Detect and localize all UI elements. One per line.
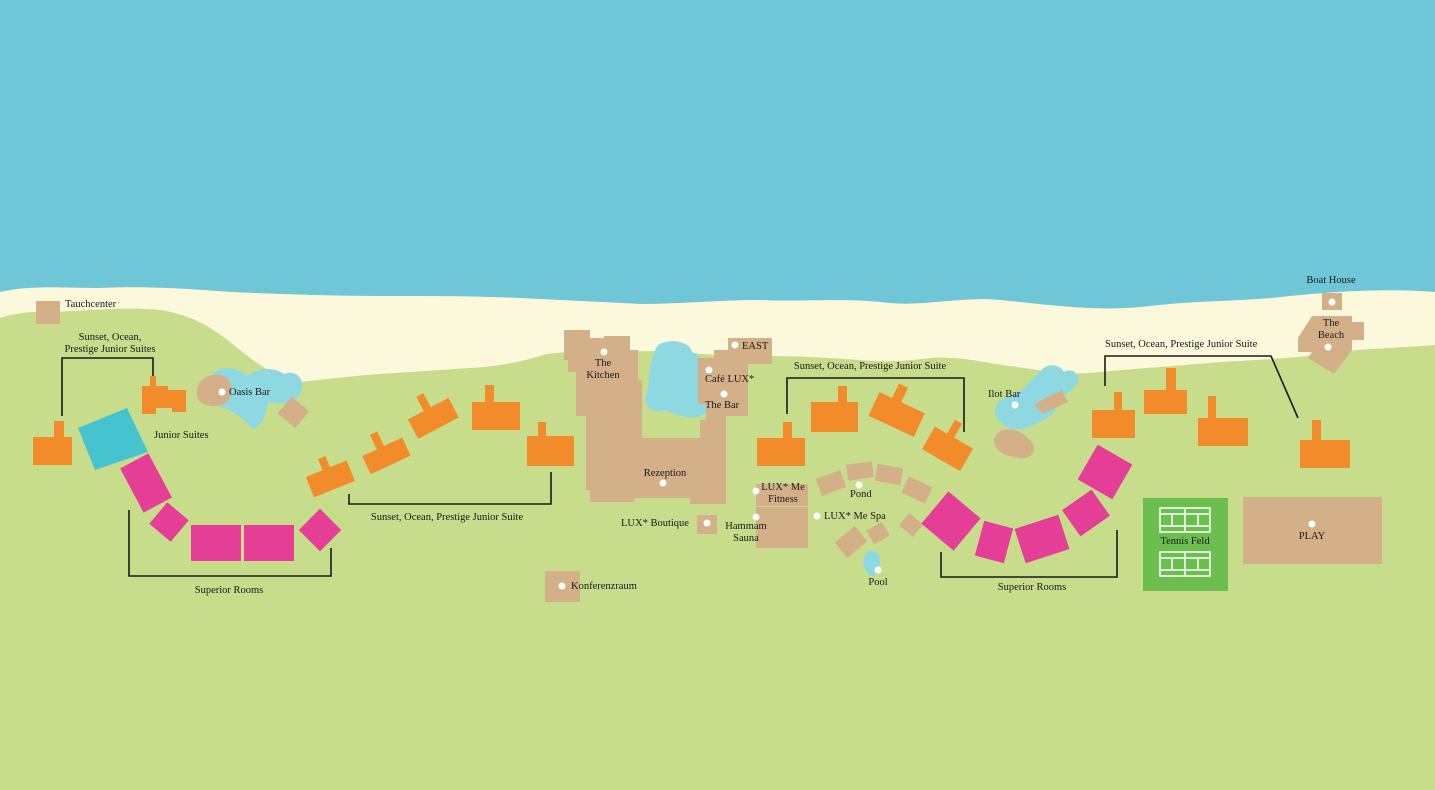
bracket-suites-east <box>1104 355 1299 419</box>
ilot-bar-deck[interactable] <box>1034 390 1068 414</box>
location-dot <box>874 566 882 574</box>
bracket-superior-east <box>940 530 1118 578</box>
superior-room-building[interactable] <box>244 525 294 561</box>
tennis-court[interactable] <box>1159 551 1211 577</box>
location-dot <box>731 341 739 349</box>
central-complex[interactable] <box>564 330 772 504</box>
suite-building[interactable] <box>1144 368 1187 414</box>
label-lux-me-fitness: LUX* Me Fitness <box>761 482 805 505</box>
location-dot <box>1011 401 1019 409</box>
label-suites-mid-west: Sunset, Ocean, Prestige Junior Suite <box>370 512 524 523</box>
tauchcenter-building[interactable] <box>36 301 60 324</box>
location-dot <box>705 366 713 374</box>
bracket-west-suites <box>61 357 154 416</box>
location-dot <box>703 519 711 527</box>
superior-room-building[interactable] <box>974 520 1014 564</box>
location-dot <box>813 512 821 520</box>
superior-room-building[interactable] <box>921 491 981 551</box>
the-beach-building[interactable] <box>1298 316 1364 374</box>
label-suites-east: Sunset, Ocean, Prestige Junior Suite <box>1105 339 1258 350</box>
superior-room-building[interactable] <box>149 502 189 542</box>
spa-pavilion[interactable] <box>846 461 874 481</box>
spa-pavilion[interactable] <box>815 470 847 496</box>
superior-room-building[interactable] <box>191 525 241 561</box>
spa-pavilion[interactable] <box>901 476 933 504</box>
label-hammam-sauna: Hammam Sauna <box>725 521 767 544</box>
suite-building[interactable] <box>868 378 932 437</box>
label-superior-rooms-east: Superior Rooms <box>997 582 1067 593</box>
oasis-bar-pool[interactable] <box>208 368 303 429</box>
spa-pavilion[interactable] <box>866 521 890 545</box>
label-junior-suites: Junior Suites <box>154 430 209 441</box>
location-dot <box>855 481 863 489</box>
suite-building[interactable] <box>472 385 520 430</box>
ilot-bar-pool[interactable] <box>995 365 1079 430</box>
bracket-suites-mid-west <box>348 472 552 505</box>
suite-building[interactable] <box>1092 392 1135 438</box>
oasis-bar-building[interactable] <box>196 374 232 407</box>
suite-building[interactable] <box>33 421 72 465</box>
spa-pavilion[interactable] <box>834 525 868 559</box>
label-superior-rooms-west: Superior Rooms <box>194 585 264 596</box>
label-tauchcenter: Tauchcenter <box>65 299 117 310</box>
label-pool: Pool <box>868 577 888 588</box>
ilot-bar-island[interactable] <box>994 429 1035 459</box>
suite-building[interactable] <box>1300 420 1350 468</box>
label-play: PLAY <box>1298 531 1326 542</box>
suite-building[interactable] <box>355 423 411 475</box>
suite-building[interactable] <box>757 422 805 466</box>
label-the-kitchen: The Kitchen <box>586 358 620 381</box>
suite-building[interactable] <box>527 422 574 466</box>
fitness-building[interactable] <box>756 484 808 506</box>
location-dot <box>1324 343 1332 351</box>
main-pond[interactable] <box>645 341 714 418</box>
location-dot <box>752 487 760 495</box>
label-boat-house: Boat House <box>1306 275 1356 286</box>
play-area[interactable] <box>1243 497 1382 564</box>
tennis-court[interactable] <box>1159 507 1211 533</box>
suite-building[interactable] <box>1198 396 1248 446</box>
location-dot <box>600 348 608 356</box>
hammam-sauna-building[interactable] <box>756 507 808 548</box>
location-dot <box>1308 520 1316 528</box>
superior-room-building[interactable] <box>1014 514 1070 564</box>
spa-pavilion[interactable] <box>874 463 904 486</box>
label-lux-boutique: LUX* Boutique <box>621 518 689 529</box>
label-konferenzraum: Konferenzraum <box>571 581 637 592</box>
label-the-bar: The Bar <box>705 400 740 411</box>
label-the-beach: The Beach <box>1317 318 1345 341</box>
bracket-superior-west <box>128 510 332 577</box>
suite-building[interactable] <box>142 376 186 414</box>
label-east: EAST <box>742 341 769 352</box>
suite-building[interactable] <box>301 449 355 498</box>
suite-building[interactable] <box>921 413 981 472</box>
superior-room-building[interactable] <box>120 453 172 513</box>
beach-sand <box>0 287 1435 382</box>
location-dot <box>218 388 226 396</box>
sea <box>0 0 1435 309</box>
label-oasis-bar: Oasis Bar <box>229 387 271 398</box>
oasis-bar-deck[interactable] <box>277 396 310 429</box>
spa-pavilion[interactable] <box>898 513 924 537</box>
location-dot <box>558 582 566 590</box>
label-ilot-bar: Ilot Bar <box>988 389 1021 400</box>
label-rezeption: Rezeption <box>643 468 687 479</box>
junior-suite-building[interactable] <box>78 408 148 470</box>
suite-building[interactable] <box>400 384 459 439</box>
label-west-suites: Sunset, Ocean, Prestige Junior Suites <box>64 332 156 355</box>
label-pond: Pond <box>850 489 872 500</box>
superior-room-building[interactable] <box>1077 444 1133 500</box>
label-suites-mid-east: Sunset, Ocean, Prestige Junior Suite <box>793 361 947 372</box>
location-dot <box>1328 298 1336 306</box>
label-lux-me-spa: LUX* Me Spa <box>824 511 886 522</box>
location-dot <box>659 479 667 487</box>
bracket-suites-mid-east <box>786 377 965 432</box>
location-dot <box>752 513 760 521</box>
superior-room-building[interactable] <box>1062 489 1110 537</box>
suite-building[interactable] <box>811 386 858 432</box>
label-cafe-lux: Café LUX* <box>705 374 755 385</box>
location-dot <box>720 390 728 398</box>
label-tennis-feld: Tennis Feld <box>1160 536 1210 547</box>
